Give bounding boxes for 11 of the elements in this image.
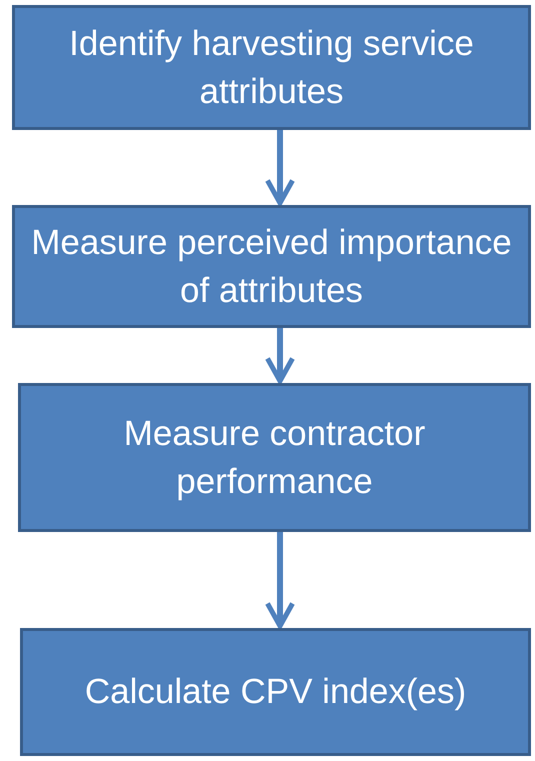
- arrow: [265, 130, 295, 206]
- arrow: [265, 532, 295, 628]
- process-box: [12, 205, 531, 328]
- box-label: Calculate CPV index(es): [84, 671, 466, 714]
- arrow: [265, 328, 295, 384]
- process-box: [18, 383, 531, 532]
- box-label: Identify harvesting service attributes: [68, 23, 475, 112]
- box-label: Measure contractor performance: [122, 413, 426, 502]
- box-label: Measure perceived importance of attributes: [30, 222, 513, 312]
- process-box: [20, 628, 531, 756]
- process-box: [12, 5, 531, 130]
